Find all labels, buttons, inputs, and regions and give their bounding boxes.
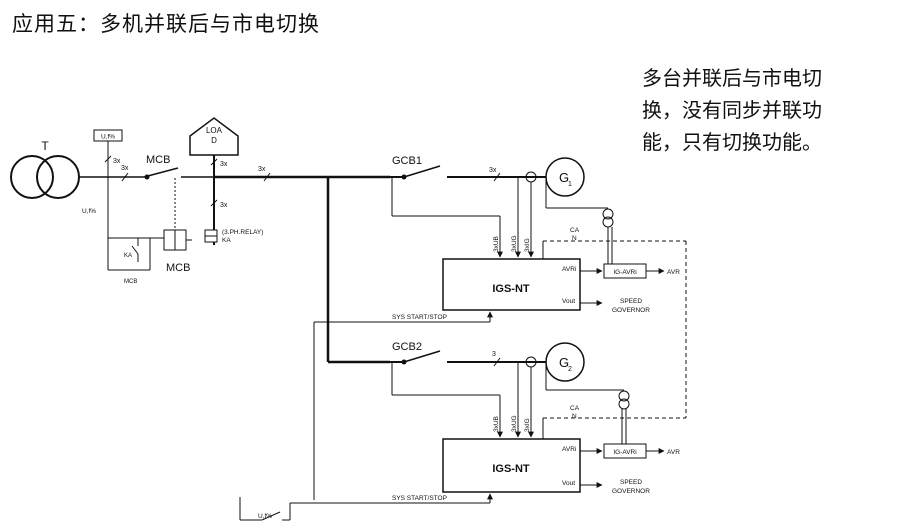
gcb1-label: GCB1 xyxy=(392,155,422,167)
gen2-subscript: 2 xyxy=(568,366,572,373)
speed-1-line2: GOVERNOR xyxy=(612,307,650,314)
avri-2-label: AVRi xyxy=(562,446,576,453)
relay-ka-label: KA xyxy=(222,237,231,244)
bottom-sense-label: U,f% xyxy=(258,513,272,520)
transformer-symbol xyxy=(10,155,80,199)
page-title: 应用五：多机并联后与市电切换 xyxy=(12,12,320,36)
relay-label: (3.PH.RELAY) xyxy=(222,229,263,236)
svg-text:3x: 3x xyxy=(113,158,121,165)
svg-text:3x: 3x xyxy=(220,202,228,209)
transformer-label: T xyxy=(41,139,49,153)
load-label-line1: LOA xyxy=(206,126,223,135)
can-1-label-line1: CA xyxy=(570,227,580,234)
note-line-3: 能，只有切换功能。 xyxy=(642,130,822,154)
mcb-switch xyxy=(143,167,179,178)
sense-3xug-2: 3xUG xyxy=(511,415,518,432)
can-2-label-line1: CA xyxy=(570,405,580,412)
svg-text:3x: 3x xyxy=(258,166,266,173)
vout-1-label: Vout xyxy=(562,298,575,305)
can-1-label-line2: N xyxy=(572,235,577,242)
controller-2-label: IGS-NT xyxy=(492,463,530,475)
avri-1-label: AVRi xyxy=(562,266,576,273)
gen1-letter: G xyxy=(559,170,569,185)
avr-2-label: AVR xyxy=(667,449,680,456)
load-label-line2: D xyxy=(211,136,217,145)
mcb-contact-label: MCB xyxy=(124,279,137,285)
note-line-1: 多台并联后与市电切 xyxy=(642,66,822,90)
sense-3xig-1: 3xIG xyxy=(524,238,531,252)
mains-meter-label: U,f% xyxy=(101,134,115,141)
mains-phase-label: 3x xyxy=(121,165,129,172)
avr-1-label: AVR xyxy=(667,269,680,276)
sense-3xub-1: 3xUB xyxy=(493,236,500,252)
igs-nt-controller-1 xyxy=(442,258,581,311)
sense-3xub-2: 3xUB xyxy=(493,416,500,432)
description-note: 多台并联后与市电切 换，没有同步并联功 能，只有切换功能。 xyxy=(642,62,894,158)
gen2-letter: G xyxy=(559,355,569,370)
svg-text:3x: 3x xyxy=(220,161,228,168)
gcb2-switch xyxy=(403,350,441,363)
gen1-subscript: 1 xyxy=(568,181,572,188)
load-symbol xyxy=(189,117,239,156)
mcb-label: MCB xyxy=(146,154,170,166)
ka-contact-label: KA xyxy=(124,253,132,259)
mcb-coil-label: MCB xyxy=(166,262,190,274)
sys-start-1-label: SYS START/STOP xyxy=(392,314,447,321)
vout-2-label: Vout xyxy=(562,480,575,487)
sense-3xug-1: 3xUG xyxy=(511,235,518,252)
can-2-label-line2: N xyxy=(572,413,577,420)
speed-2-line1: SPEED xyxy=(620,479,642,486)
svg-text:3x: 3x xyxy=(489,167,497,174)
ig-avri-1-label: IG-AVRi xyxy=(613,269,636,276)
mains-sense-label: U,f% xyxy=(82,208,96,215)
sense-3xig-2: 3xIG xyxy=(524,418,531,432)
controller-1-label: IGS-NT xyxy=(492,283,530,295)
sys-start-2-label: SYS START/STOP xyxy=(392,495,447,502)
ig-avri-2-label: IG-AVRi xyxy=(613,449,636,456)
note-line-2: 换，没有同步并联功 xyxy=(642,98,822,122)
speed-2-line2: GOVERNOR xyxy=(612,488,650,495)
gcb2-label: GCB2 xyxy=(392,341,422,353)
gcb1-switch xyxy=(403,165,441,178)
speed-1-line1: SPEED xyxy=(620,298,642,305)
svg-text:3: 3 xyxy=(492,351,496,358)
igs-nt-controller-2 xyxy=(442,438,581,493)
